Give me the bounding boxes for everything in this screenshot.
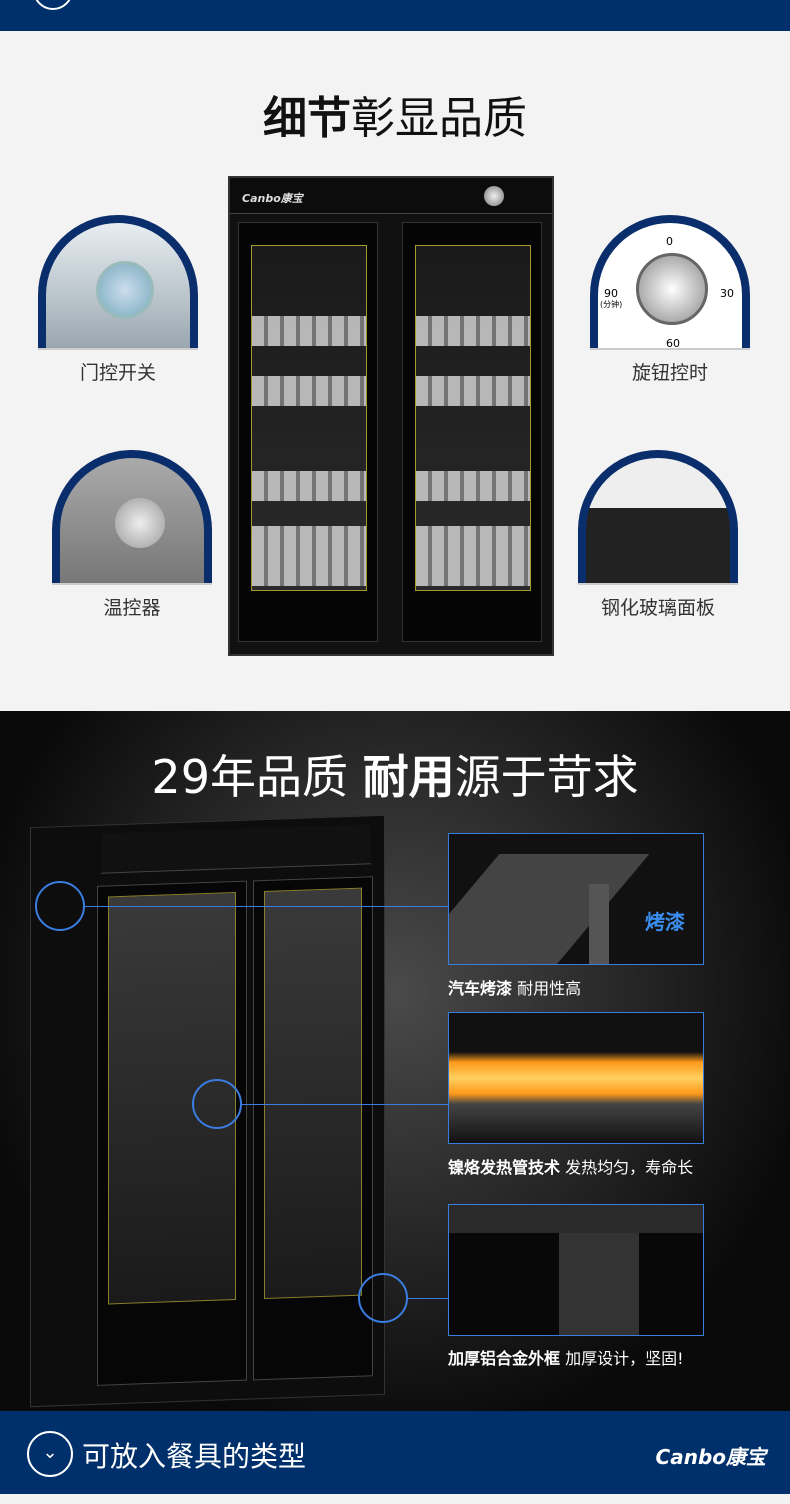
feature-door-switch: 门控开关 xyxy=(38,215,198,385)
heater-closeup xyxy=(448,1012,704,1144)
hotspot-heater[interactable] xyxy=(192,1079,242,1129)
left-door xyxy=(238,222,378,642)
chevron-down-icon xyxy=(33,0,73,10)
details-title: 细节彰显品质 xyxy=(263,93,527,144)
cabinet-image: Canbo康宝 xyxy=(228,176,554,656)
quality-section: 29年品质 耐用源于苛求 烤漆 汽车烤漆 耐用性高 镍烙发热管技术 发热均匀，寿… xyxy=(0,711,790,1411)
frame-caption: 加厚铝合金外框 加厚设计，坚固! xyxy=(448,1349,684,1368)
chevron-down-icon[interactable]: ⌄ xyxy=(27,1431,73,1477)
frame-closeup xyxy=(448,1204,704,1336)
timer-knob xyxy=(484,186,504,206)
feature-tempered-glass: 钢化玻璃面板 xyxy=(578,450,738,620)
quality-title: 29年品质 耐用源于苛求 xyxy=(151,750,639,804)
canbo-logo: Canbo康宝 xyxy=(655,1445,766,1469)
dish-types-bar: ⌄ 可放入餐具的类型 Canbo康宝 xyxy=(0,1411,790,1494)
tempered-glass-image xyxy=(578,450,738,585)
paint-closeup: 烤漆 xyxy=(448,833,704,965)
heater-caption: 镍烙发热管技术 发热均匀，寿命长 xyxy=(448,1158,694,1177)
timer-knob-image: 0 30 60 90 (分钟) xyxy=(590,215,750,350)
door-switch-image xyxy=(38,215,198,350)
paint-caption: 汽车烤漆 耐用性高 xyxy=(448,979,582,998)
top-section-bar xyxy=(0,0,790,31)
thermostat-image xyxy=(52,450,212,585)
feature-thermostat: 温控器 xyxy=(52,450,212,620)
right-door xyxy=(402,222,542,642)
hotspot-frame[interactable] xyxy=(358,1273,408,1323)
feature-timer-knob: 0 30 60 90 (分钟) 旋钮控时 xyxy=(590,215,750,385)
hotspot-paint[interactable] xyxy=(35,881,85,931)
